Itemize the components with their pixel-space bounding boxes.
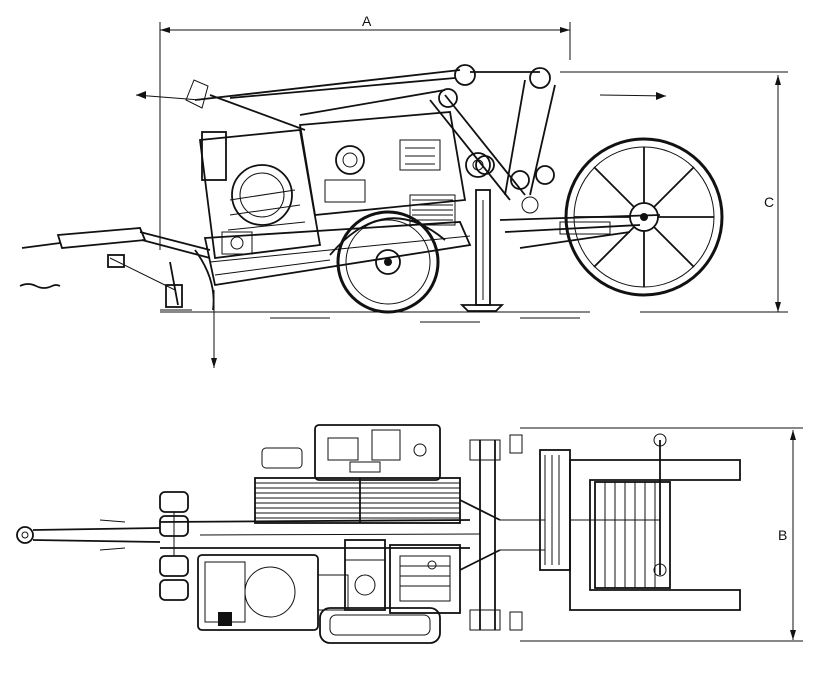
plan-front-wheels — [159, 491, 189, 601]
dimension-b: B — [520, 427, 803, 642]
rope-arrows — [135, 91, 667, 368]
plan-upper-housing — [314, 424, 441, 481]
dimension-c-label: C — [764, 194, 774, 210]
reel-arms — [499, 214, 661, 249]
dimension-b-label: B — [778, 527, 787, 543]
plan-view: B — [16, 424, 803, 644]
plan-frame-rails — [159, 519, 481, 549]
plan-reel — [539, 433, 741, 611]
plan-boom-frame — [459, 434, 545, 631]
dimension-a-label: A — [362, 13, 372, 29]
ground-line — [160, 311, 590, 323]
pulley-boom — [429, 64, 556, 214]
side-elevation-view: A C — [19, 13, 788, 368]
conductor-ropes — [185, 69, 540, 131]
plan-engine — [197, 554, 349, 631]
engine-block — [198, 129, 322, 260]
cable-reel — [564, 137, 724, 297]
cooler-grille — [409, 194, 456, 226]
plan-road-wheels — [319, 607, 441, 644]
dimension-a: A — [159, 13, 571, 250]
capstan-housing — [298, 111, 491, 226]
road-wheel — [329, 210, 446, 314]
plan-hydraulic-unit — [389, 544, 461, 614]
support-jack — [459, 189, 505, 312]
plan-tow-eye — [16, 519, 161, 551]
dimension-c: C — [560, 71, 788, 313]
tow-drawbar — [19, 227, 215, 311]
plan-gearbox — [344, 539, 386, 611]
